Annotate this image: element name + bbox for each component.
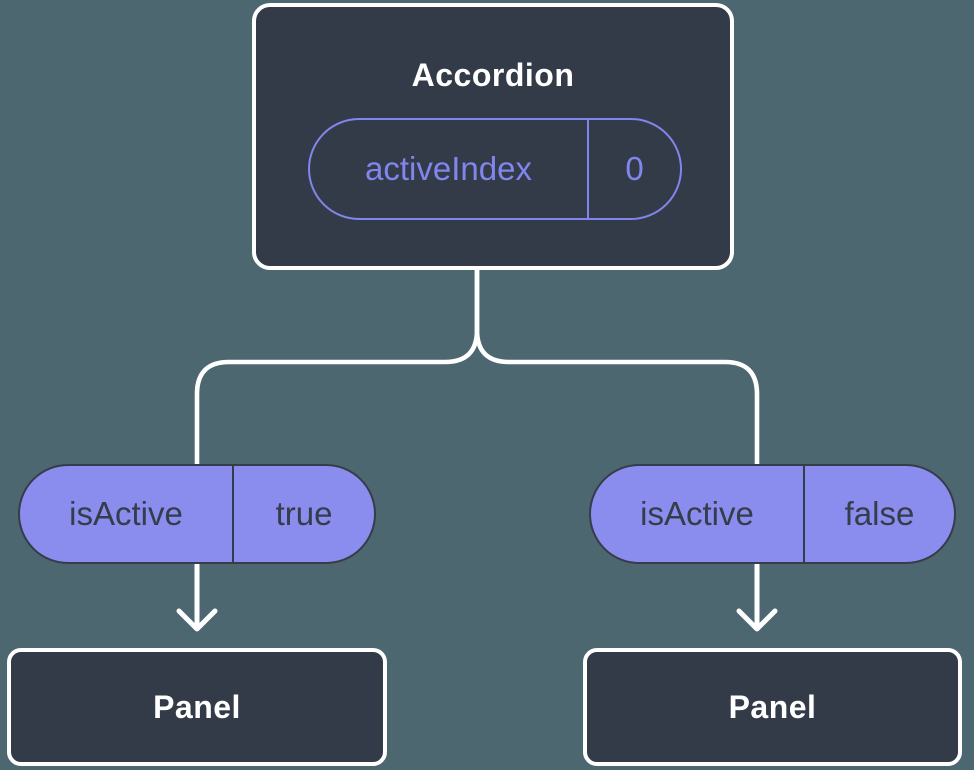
prop-pill-value: false (803, 466, 954, 562)
prop-pill-isActive-right: isActive false (589, 464, 956, 564)
panel-node-title: Panel (728, 688, 817, 725)
accordion-node-title: Accordion (411, 57, 575, 93)
state-pill-value: 0 (587, 120, 680, 218)
prop-pill-name: isActive (640, 495, 754, 532)
state-pill-activeIndex: activeIndex 0 (308, 118, 682, 220)
panel-node-left: Panel (7, 648, 387, 766)
arrow-down-icon-right (736, 557, 778, 632)
panel-node-title: Panel (153, 688, 241, 725)
branch-line-right (474, 266, 760, 466)
state-pill-name: activeIndex (365, 150, 532, 187)
panel-node-right: Panel (583, 648, 962, 766)
accordion-node: Accordion activeIndex 0 (252, 3, 734, 270)
arrow-down-icon-left (176, 557, 218, 632)
prop-pill-value: true (232, 466, 374, 562)
branch-line-left (194, 266, 480, 466)
prop-pill-name: isActive (69, 495, 183, 532)
prop-pill-isActive-left: isActive true (18, 464, 376, 564)
